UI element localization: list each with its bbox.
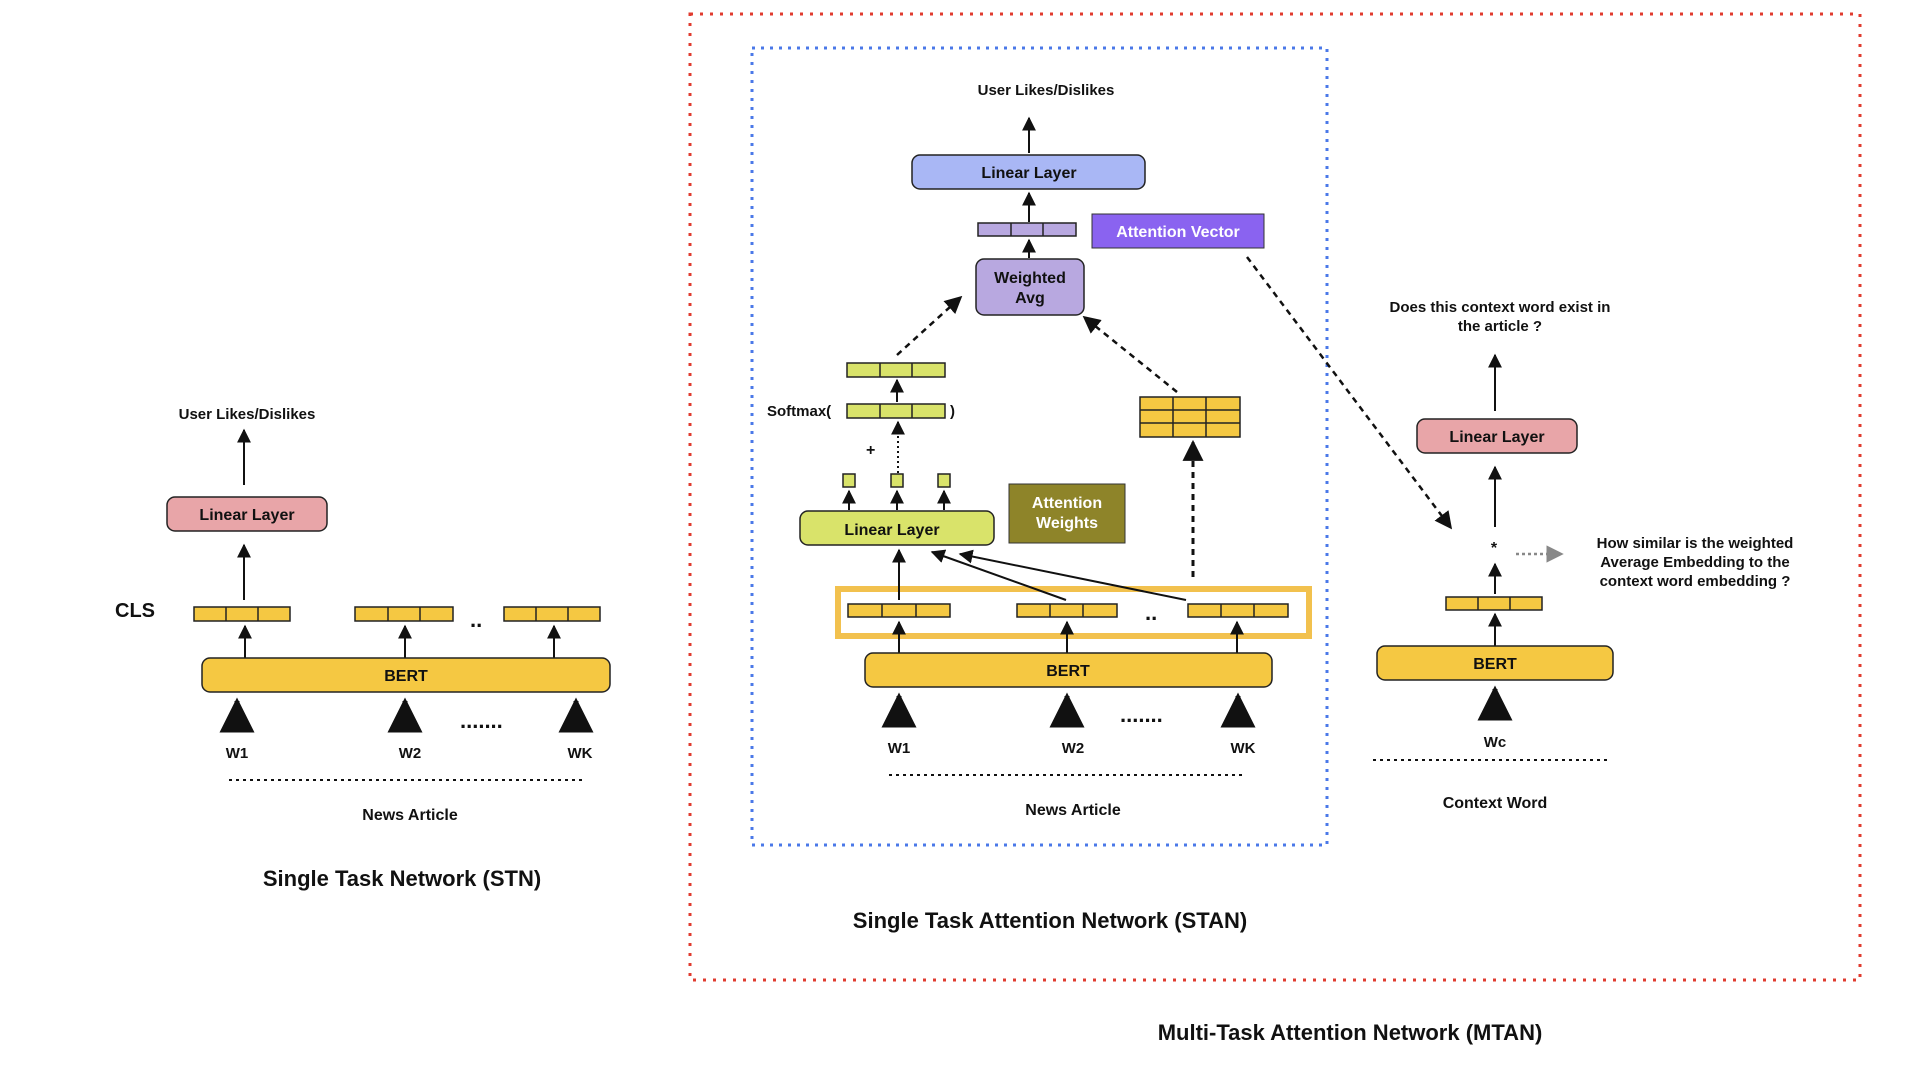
stan-attention-output-vector <box>977 222 1077 237</box>
attention-vector-box <box>1091 213 1265 249</box>
stn-wk: WK <box>568 745 593 762</box>
stan-wk: WK <box>1231 740 1256 757</box>
token-score-2 <box>890 473 904 488</box>
context-input-label: Context Word <box>1443 795 1548 812</box>
stan-w1: W1 <box>888 740 911 757</box>
stn-linear-label: Linear Layer <box>199 507 294 524</box>
attention-weights-label-2: Weights <box>1036 515 1098 532</box>
context-bert-box <box>1376 645 1614 681</box>
plus-sign: + <box>866 442 875 459</box>
stn-network: User Likes/Dislikes Linear Layer CLS .. … <box>115 406 611 891</box>
stan-input-label: News Article <box>1025 802 1121 819</box>
stan-token-vector-k <box>1187 603 1289 618</box>
stan-dots-small: .. <box>1145 600 1157 625</box>
attention-weights-box <box>1008 483 1126 544</box>
stan-boundary <box>750 46 1329 847</box>
token-score-1 <box>842 473 856 488</box>
context-linear-label: Linear Layer <box>1449 429 1544 446</box>
stan-token-vector-1 <box>847 603 951 618</box>
context-question-line-2: the article ? <box>1458 318 1542 335</box>
stn-linear-layer <box>166 496 328 532</box>
stn-cls-label: CLS <box>115 600 155 622</box>
stn-w2: W2 <box>399 745 422 762</box>
mtan-title: Multi-Task Attention Network (MTAN) <box>1158 1020 1543 1045</box>
softmax-close: ) <box>950 403 955 420</box>
weighted-avg-label-1: Weighted <box>994 270 1066 287</box>
context-question-line-1: Does this context word exist in <box>1390 299 1611 316</box>
mtan-boundary <box>688 12 1862 982</box>
dot-product-star: * <box>1491 540 1498 557</box>
weighted-avg-box <box>975 258 1085 316</box>
token-score-3 <box>937 473 951 488</box>
stn-token-vector-k <box>503 606 601 622</box>
stn-bert-label: BERT <box>384 668 428 685</box>
similarity-line-1: How similar is the weighted <box>1597 535 1794 552</box>
similarity-line-3: context word embedding ? <box>1600 573 1791 590</box>
embedding-matrix <box>1139 396 1241 438</box>
stn-title: Single Task Network (STN) <box>263 866 541 891</box>
context-embedding-vector <box>1445 596 1543 611</box>
token-embeddings-highlight <box>835 586 1312 639</box>
stn-w1: W1 <box>226 745 249 762</box>
similarity-line-2: Average Embedding to the <box>1600 554 1789 571</box>
context-network: Does this context word exist in the arti… <box>1373 299 1793 812</box>
attention-vector-label: Attention Vector <box>1116 224 1240 241</box>
stan-bert-label: BERT <box>1046 663 1090 680</box>
stan-token-vector-2 <box>1016 603 1118 618</box>
stn-dots-big: ....... <box>460 708 503 733</box>
stan-title: Single Task Attention Network (STAN) <box>853 908 1247 933</box>
stan-linear-top-label: Linear Layer <box>981 165 1076 182</box>
stan-w2: W2 <box>1062 740 1085 757</box>
stan-output-label: User Likes/Dislikes <box>978 82 1115 99</box>
stan-network: User Likes/Dislikes Linear Layer Attenti… <box>767 82 1312 933</box>
softmax-open: Softmax( <box>767 403 831 420</box>
weighted-avg-label-2: Avg <box>1015 290 1045 307</box>
stan-linear-bottom <box>799 510 995 546</box>
softmax-output-vector <box>846 362 946 378</box>
softmax-input-vector <box>846 403 946 419</box>
stn-output-label: User Likes/Dislikes <box>179 406 316 423</box>
stan-bert-box <box>864 652 1273 688</box>
context-wc: Wc <box>1484 734 1507 751</box>
stan-linear-top <box>911 154 1146 190</box>
context-linear-layer <box>1416 418 1578 454</box>
stn-cls-vector <box>193 606 291 622</box>
attention-weights-label-1: Attention <box>1032 495 1102 512</box>
stan-linear-bottom-label: Linear Layer <box>844 522 939 539</box>
stan-dots-big: ....... <box>1120 702 1163 727</box>
stn-input-label: News Article <box>362 807 458 824</box>
context-bert-label: BERT <box>1473 656 1517 673</box>
stn-dots-small: .. <box>470 607 482 632</box>
stn-bert-box <box>201 657 611 693</box>
stn-token-vector <box>354 606 454 622</box>
